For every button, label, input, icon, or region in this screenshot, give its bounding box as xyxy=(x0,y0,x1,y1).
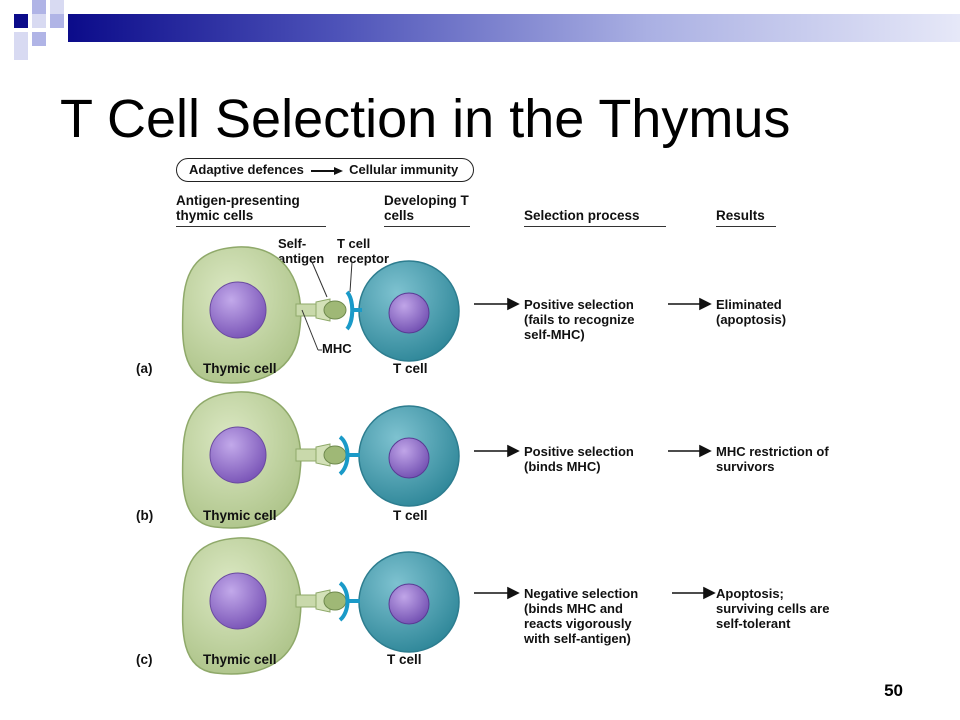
banner-right: Cellular immunity xyxy=(349,162,459,177)
arrow-right-icon xyxy=(310,159,344,180)
row-c-process-desc: (binds MHC and reacts vigorously with se… xyxy=(524,601,632,646)
flow-arrows xyxy=(474,297,716,600)
row-c-cells xyxy=(181,537,460,675)
row-b-process-desc: (binds MHC) xyxy=(524,459,601,474)
row-a-process-desc: (fails to recognize self-MHC) xyxy=(524,312,635,342)
self-antigen-label: Self- antigen xyxy=(278,236,325,266)
row-c-thymic-label: Thymic cell xyxy=(203,652,277,667)
row-a-result: Eliminated (apoptosis) xyxy=(716,297,787,327)
banner-left: Adaptive defences xyxy=(189,162,304,177)
row-a-process-title: Positive selection xyxy=(524,297,634,312)
row-c-letter: (c) xyxy=(136,652,153,667)
row-c-tcell-label: T cell xyxy=(387,652,422,667)
header-process: Selection process xyxy=(524,208,666,227)
row-b-tcell-label: T cell xyxy=(393,508,428,523)
row-a-thymic-label: Thymic cell xyxy=(203,361,277,376)
receptor-label: T cell receptor xyxy=(337,236,390,266)
header-tcell: Developing T cells xyxy=(384,193,470,227)
row-c-result: Apoptosis; surviving cells are self-tole… xyxy=(716,586,830,631)
row-a-tcell-label: T cell xyxy=(393,361,428,376)
row-b-thymic-label: Thymic cell xyxy=(203,508,277,523)
row-b-process: Positive selection (binds MHC) xyxy=(524,444,684,474)
row-b-result: MHC restriction of survivors xyxy=(716,444,829,474)
page-title: T Cell Selection in the Thymus xyxy=(60,89,791,149)
row-b-letter: (b) xyxy=(136,508,154,523)
page-number: 50 xyxy=(884,681,903,700)
row-a-letter: (a) xyxy=(136,361,153,376)
row-c-process: Negative selection (binds MHC and reacts… xyxy=(524,586,659,646)
header-apc: Antigen-presenting thymic cells xyxy=(176,193,326,227)
row-b-process-title: Positive selection xyxy=(524,444,634,459)
row-c-process-title: Negative selection xyxy=(524,586,639,601)
mhc-label: MHC xyxy=(322,341,352,356)
corner-decoration xyxy=(14,0,64,60)
row-a-cells xyxy=(181,246,460,384)
header-results: Results xyxy=(716,208,776,227)
banner: Adaptive defences Cellular immunity xyxy=(176,158,474,182)
title-bar-decoration xyxy=(68,14,960,42)
row-a-process: Positive selection (fails to recognize s… xyxy=(524,297,664,342)
row-b-cells xyxy=(181,391,460,529)
